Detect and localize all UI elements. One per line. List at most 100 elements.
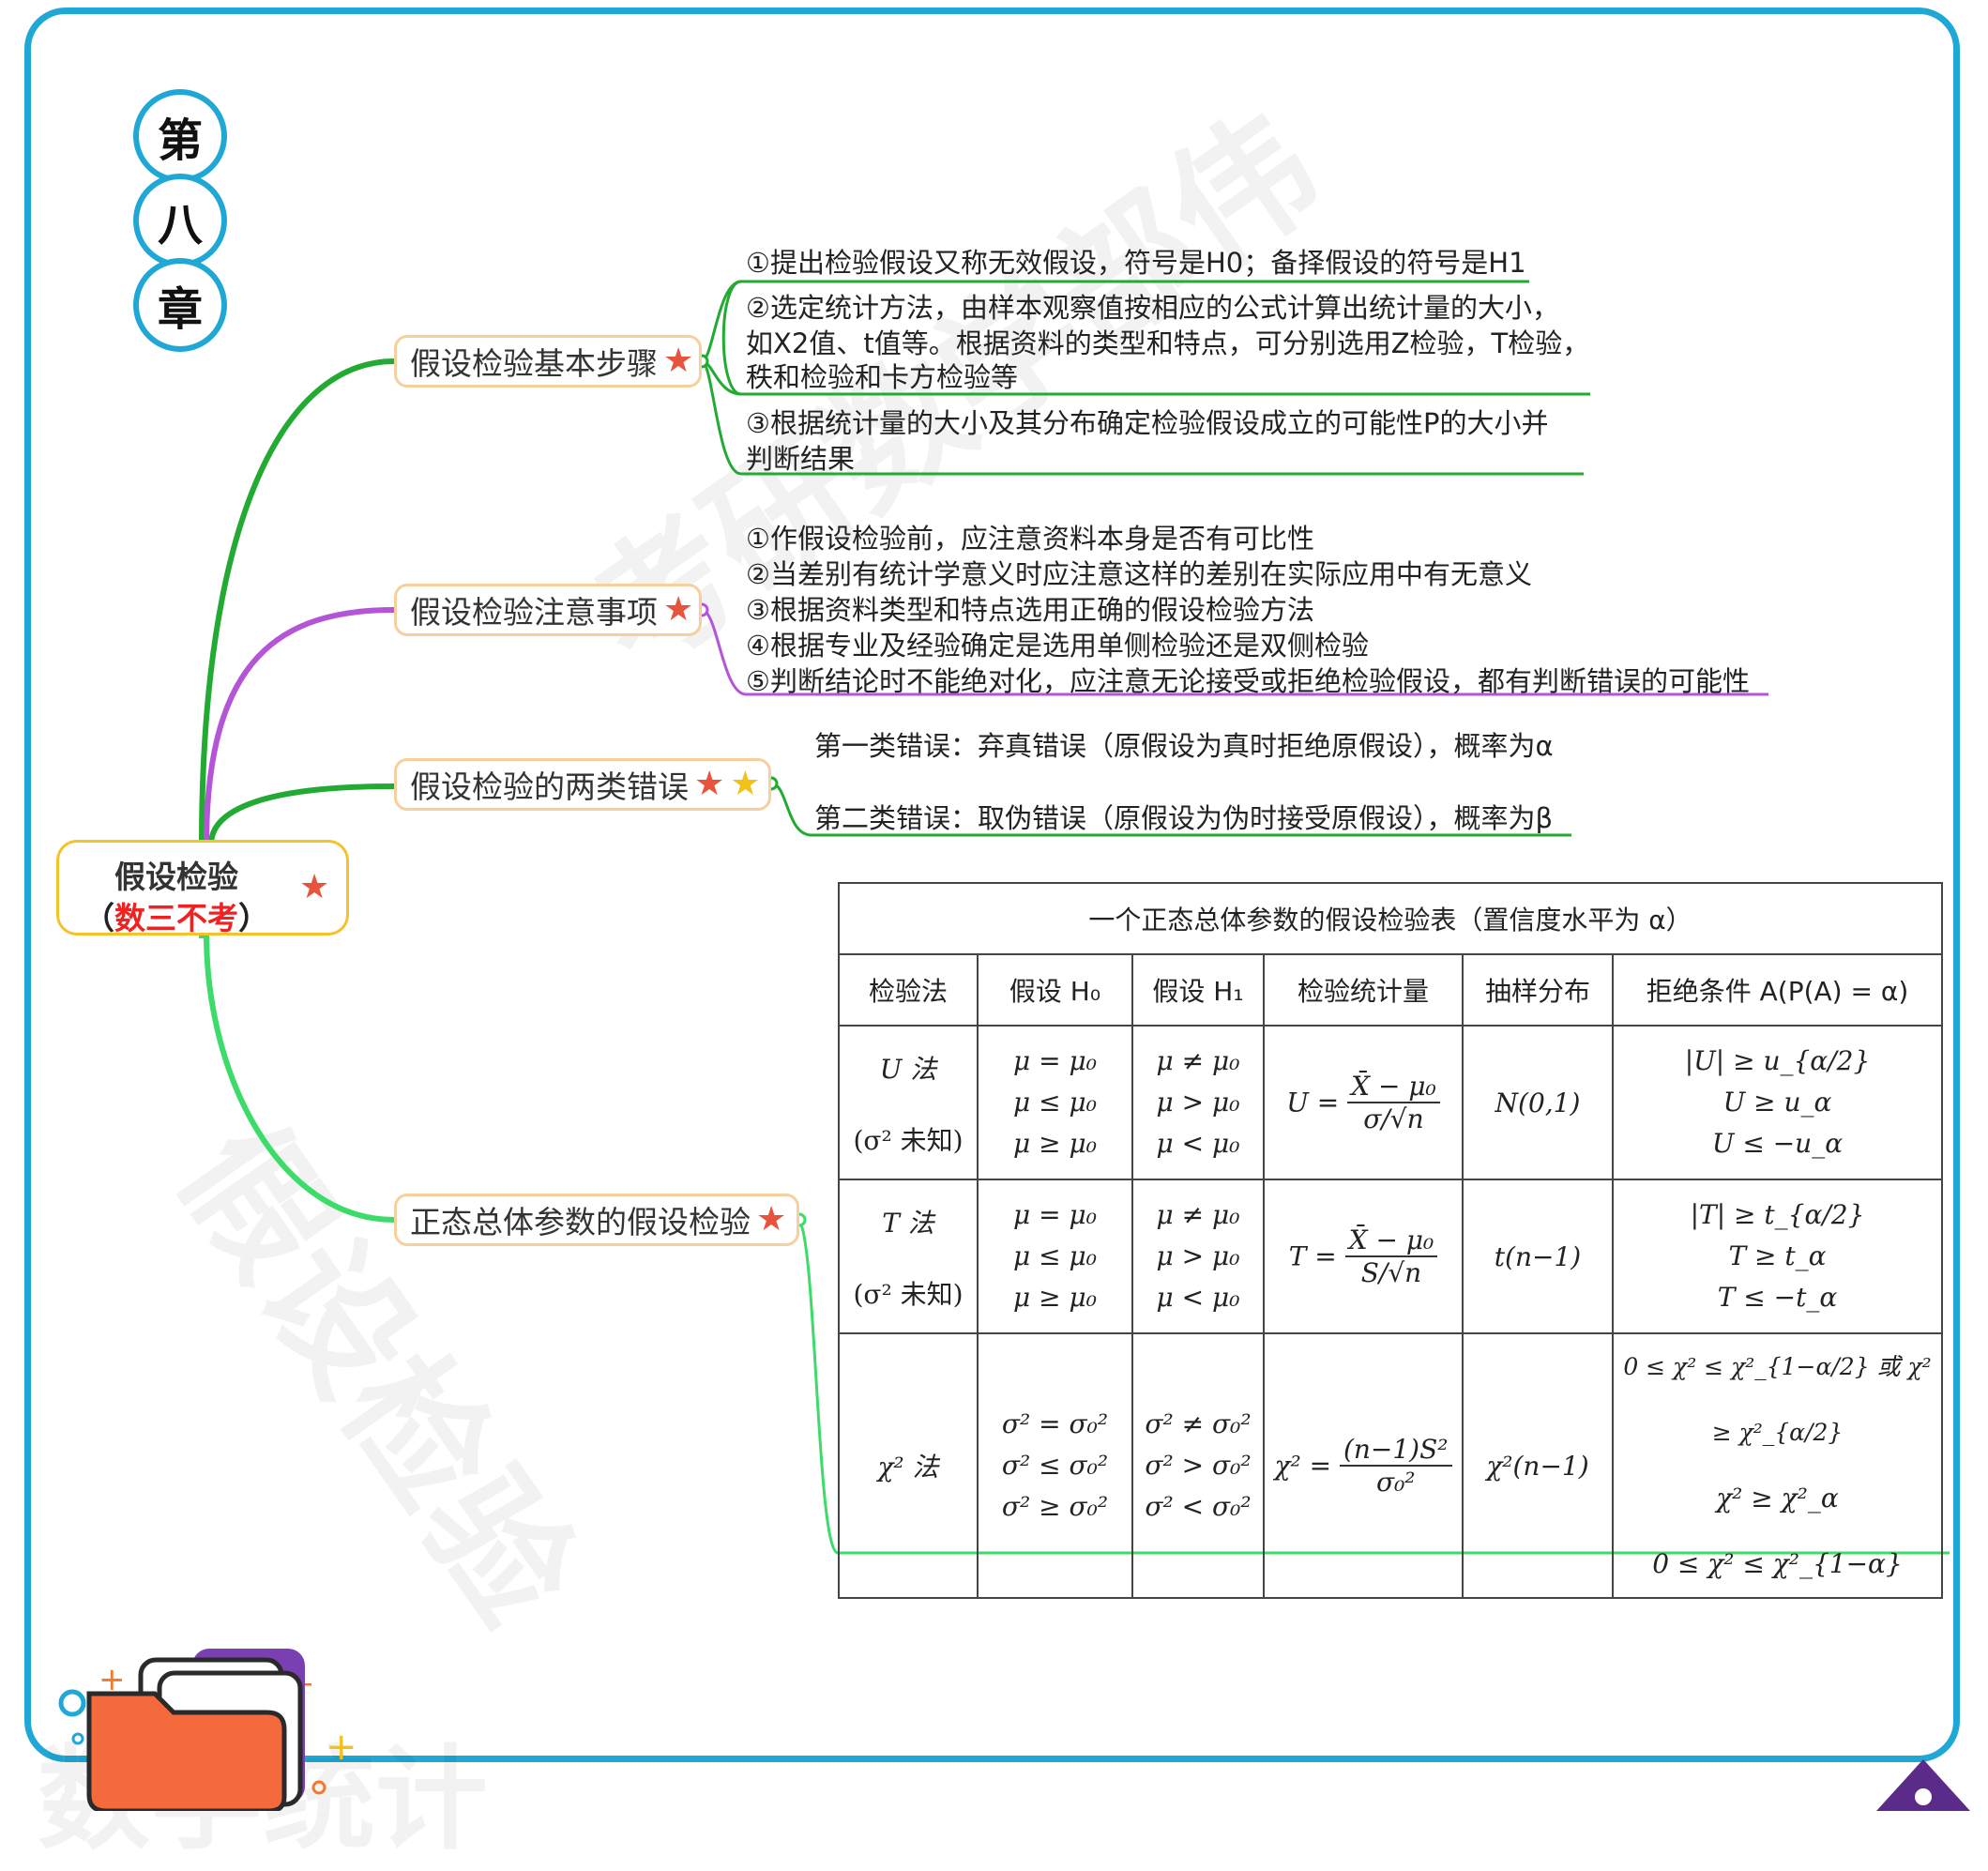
root-title: 假设检验 — [114, 859, 238, 895]
h0-item: σ² ≥ σ₀² — [1001, 1491, 1109, 1522]
branch-label: 假设检验基本步骤 — [410, 345, 658, 382]
table-row: U 法 (σ² 未知) μ = μ₀ μ ≤ μ₀ μ ≥ μ₀ μ ≠ μ₀ … — [838, 1025, 1943, 1180]
statistic-denominator: σ₀² — [1375, 1467, 1416, 1498]
distribution-cell: N(0,1) — [1462, 1025, 1614, 1180]
statistic-lhs: χ² = — [1274, 1450, 1332, 1482]
root-note-text: 数三不考 — [114, 900, 238, 936]
statistic-numerator: (n−1)S² — [1339, 1434, 1452, 1467]
h0-item: μ ≥ μ₀ — [1013, 1128, 1097, 1159]
star-icon: ★ — [663, 590, 694, 629]
chapter-circle: 八 — [133, 174, 227, 267]
h0-cell: μ = μ₀ μ ≤ μ₀ μ ≥ μ₀ — [977, 1179, 1133, 1334]
note-text: ①作假设检验前，应注意资料本身是否有可比性 — [746, 523, 1314, 555]
statistic-cell: χ² = (n−1)S² σ₀² — [1263, 1332, 1464, 1599]
statistic-cell: T = X̄ − μ₀ S/√n — [1263, 1179, 1464, 1334]
step-text: 秩和检验和卡方检验等 — [746, 361, 1019, 393]
h0-item: σ² ≤ σ₀² — [1001, 1450, 1109, 1481]
table-header: 检验法 — [838, 953, 979, 1027]
h1-item: μ < μ₀ — [1156, 1282, 1240, 1313]
star-icon: ★ — [299, 868, 330, 906]
table-header: 假设 H₁ — [1131, 953, 1265, 1027]
star-icon: ★ — [694, 765, 725, 803]
root-note-paren: ） — [238, 900, 269, 936]
distribution-cell: t(n−1) — [1462, 1179, 1614, 1334]
branch-label: 假设检验注意事项 — [410, 594, 658, 631]
h1-item: μ ≠ μ₀ — [1156, 1045, 1240, 1076]
h0-item: μ ≤ μ₀ — [1013, 1087, 1097, 1118]
corner-triangle-icon — [1876, 1759, 1970, 1811]
reject-item: |U| ≥ u_{α/2} — [1684, 1045, 1871, 1076]
reject-item: |T| ≥ t_{α/2} — [1690, 1199, 1865, 1230]
reject-item: χ² ≥ χ²_α — [1716, 1483, 1839, 1514]
table-row: T 法 (σ² 未知) μ = μ₀ μ ≤ μ₀ μ ≥ μ₀ μ ≠ μ₀ … — [838, 1179, 1943, 1334]
h1-item: σ² < σ₀² — [1145, 1491, 1252, 1522]
h0-item: μ = μ₀ — [1013, 1045, 1097, 1076]
star-icon: ★ — [756, 1200, 787, 1239]
step-text: 判断结果 — [746, 443, 856, 475]
connector-steps — [199, 358, 395, 845]
connector-normal — [204, 933, 395, 1223]
chapter-char: 八 — [157, 199, 203, 251]
branch-label: 正态总体参数的假设检验 — [410, 1204, 751, 1240]
folder-icon: + + + — [58, 1649, 357, 1811]
reject-item: 0 ≤ χ² ≤ χ²_{1−α/2} 或 χ² ≥ χ²_{α/2} — [1623, 1353, 1932, 1446]
method-cell: χ² 法 — [838, 1332, 979, 1599]
h1-cell: μ ≠ μ₀ μ > μ₀ μ < μ₀ — [1131, 1179, 1265, 1334]
table-caption: 一个正态总体参数的假设检验表（置信度水平为 α） — [838, 882, 1943, 955]
chapter-char: 第 — [157, 114, 203, 167]
h1-item: μ > μ₀ — [1156, 1087, 1240, 1118]
statistic-fraction: (n−1)S² σ₀² — [1339, 1434, 1452, 1498]
note-text: ⑤判断结论时不能绝对化，应注意无论接受或拒绝检验假设，都有判断错误的可能性 — [746, 665, 1750, 697]
chapter-circle: 章 — [133, 258, 227, 352]
reject-item: U ≥ u_α — [1722, 1087, 1832, 1118]
star-icon: ★ — [730, 765, 761, 803]
h1-cell: σ² ≠ σ₀² σ² > σ₀² σ² < σ₀² — [1131, 1332, 1265, 1599]
h0-cell: σ² = σ₀² σ² ≤ σ₀² σ² ≥ σ₀² — [977, 1332, 1133, 1599]
reject-cell: |T| ≥ t_{α/2} T ≥ t_α T ≤ −t_α — [1612, 1179, 1943, 1334]
statistic-lhs: T = — [1288, 1240, 1337, 1272]
statistic-denominator: S/√n — [1360, 1257, 1422, 1288]
star-icon: ★ — [663, 342, 694, 380]
table-header: 假设 H₀ — [977, 953, 1133, 1027]
branch-errors[interactable]: 假设检验的两类错误★★ — [394, 758, 771, 811]
method-cell: T 法 (σ² 未知) — [838, 1179, 979, 1334]
branch-steps[interactable]: 假设检验基本步骤★ — [394, 335, 702, 388]
reject-item: 0 ≤ χ² ≤ χ²_{1−α} — [1652, 1548, 1903, 1579]
h1-item: μ < μ₀ — [1156, 1128, 1240, 1159]
connector-notes — [204, 607, 395, 845]
root-node[interactable]: 假设检验 （数三不考） ★ — [56, 840, 349, 936]
table-row: χ² 法 σ² = σ₀² σ² ≤ σ₀² σ² ≥ σ₀² σ² ≠ σ₀²… — [838, 1332, 1943, 1599]
h1-item: σ² ≠ σ₀² — [1145, 1408, 1252, 1439]
method-condition: (σ² 未知) — [853, 1125, 964, 1156]
table-header: 抽样分布 — [1462, 953, 1614, 1027]
statistic-denominator: σ/√n — [1363, 1103, 1424, 1134]
svg-text:+: + — [326, 1726, 357, 1769]
reject-item: T ≤ −t_α — [1717, 1282, 1838, 1313]
statistic-fraction: X̄ − μ₀ S/√n — [1344, 1225, 1438, 1288]
statistic-cell: U = X̄ − μ₀ σ/√n — [1263, 1025, 1464, 1180]
method-condition: (σ² 未知) — [853, 1279, 964, 1310]
chapter-char: 章 — [157, 283, 203, 336]
h0-item: σ² = σ₀² — [1001, 1408, 1109, 1439]
h1-cell: μ ≠ μ₀ μ > μ₀ μ < μ₀ — [1131, 1025, 1265, 1180]
page-frame — [24, 8, 1960, 1762]
h0-item: μ = μ₀ — [1013, 1199, 1097, 1230]
statistic-lhs: U = — [1286, 1087, 1340, 1118]
table-header: 检验统计量 — [1263, 953, 1464, 1027]
branch-label: 假设检验的两类错误 — [410, 768, 689, 805]
branch-normal[interactable]: 正态总体参数的假设检验★ — [394, 1194, 799, 1246]
h1-item: μ > μ₀ — [1156, 1240, 1240, 1271]
branch-notes[interactable]: 假设检验注意事项★ — [394, 584, 702, 636]
hypothesis-test-table: 一个正态总体参数的假设检验表（置信度水平为 α） 检验法 假设 H₀ 假设 H₁… — [838, 882, 1943, 1599]
reject-cell: 0 ≤ χ² ≤ χ²_{1−α/2} 或 χ² ≥ χ²_{α/2} χ² ≥… — [1612, 1332, 1943, 1599]
method-name: T 法 — [882, 1208, 934, 1239]
reject-item: T ≥ t_α — [1728, 1240, 1827, 1271]
root-note-paren: （ — [83, 900, 114, 936]
note-text: ③根据资料类型和特点选用正确的假设检验方法 — [746, 594, 1314, 626]
statistic-numerator: X̄ − μ₀ — [1347, 1071, 1440, 1103]
statistic-numerator: X̄ − μ₀ — [1344, 1225, 1438, 1257]
h0-item: μ ≥ μ₀ — [1013, 1282, 1097, 1313]
step-text: 如X2值、t值等。根据资料的类型和特点，可分别选用Z检验，T检验， — [746, 327, 1590, 359]
step-text: ①提出检验假设又称无效假设，符号是H0；备择假设的符号是H1 — [746, 247, 1526, 279]
table-header: 拒绝条件 A(P(A) = α) — [1612, 953, 1943, 1027]
